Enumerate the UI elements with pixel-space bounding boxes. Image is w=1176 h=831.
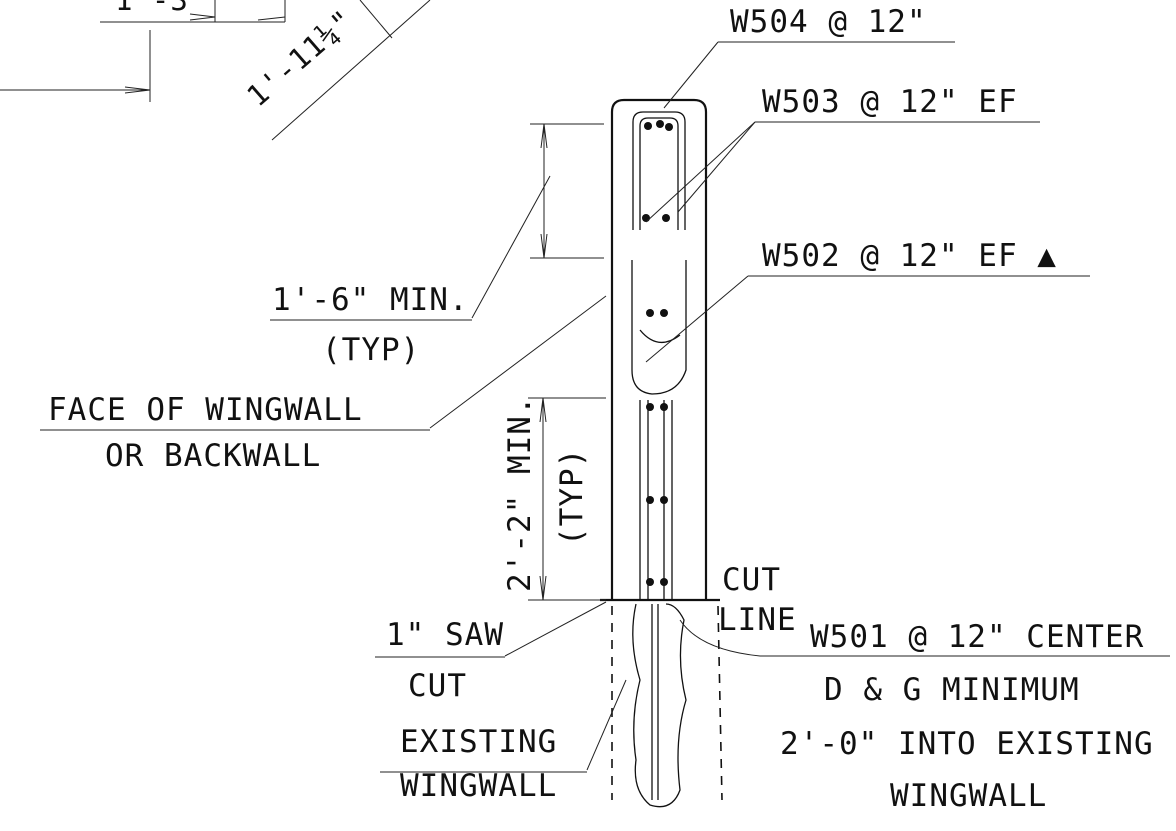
- diagonal-dimension: 1'-11¼": [240, 0, 431, 141]
- leader-lines: [40, 41, 1170, 773]
- label-face-of-wingwall: FACE OF WINGWALL: [48, 392, 363, 428]
- label-or-backwall: OR BACKWALL: [105, 438, 321, 474]
- dim-top-left: 1'-3": [115, 0, 207, 17]
- label-min-1-6: 1'-6" MIN.: [272, 282, 469, 318]
- label-existing-1: EXISTING: [400, 724, 557, 760]
- label-cut: CUT: [722, 562, 781, 598]
- wingwall-section: [600, 98, 720, 602]
- label-w502: W502 @ 12" EF ▲: [762, 238, 1057, 274]
- dim-2-2: [528, 397, 606, 601]
- existing-wingwall: [611, 603, 723, 808]
- annotation-labels: W504 @ 12" W503 @ 12" EF W502 @ 12" EF ▲…: [48, 4, 1154, 814]
- label-min-2-2: 2'-2" MIN.: [502, 395, 538, 592]
- label-w503: W503 @ 12" EF: [762, 84, 1018, 120]
- label-w501-4: WINGWALL: [890, 778, 1047, 814]
- label-saw-cut-1: 1" SAW: [386, 617, 504, 653]
- label-line: LINE: [718, 602, 797, 638]
- label-w504: W504 @ 12": [730, 4, 927, 40]
- label-w501-1: W501 @ 12" CENTER: [810, 619, 1144, 655]
- label-typ-2: (TYP): [554, 448, 590, 546]
- label-typ-1: (TYP): [322, 332, 420, 368]
- label-w501-3: 2'-0" INTO EXISTING: [780, 726, 1154, 762]
- dim-diagonal: 1'-11¼": [240, 3, 360, 113]
- label-w501-2: D & G MINIMUM: [824, 672, 1080, 708]
- label-existing-2: WINGWALL: [400, 768, 557, 804]
- top-left-dimension: 1'-3": [0, 0, 286, 102]
- label-saw-cut-2: CUT: [408, 668, 467, 704]
- dim-1-6: [270, 123, 604, 321]
